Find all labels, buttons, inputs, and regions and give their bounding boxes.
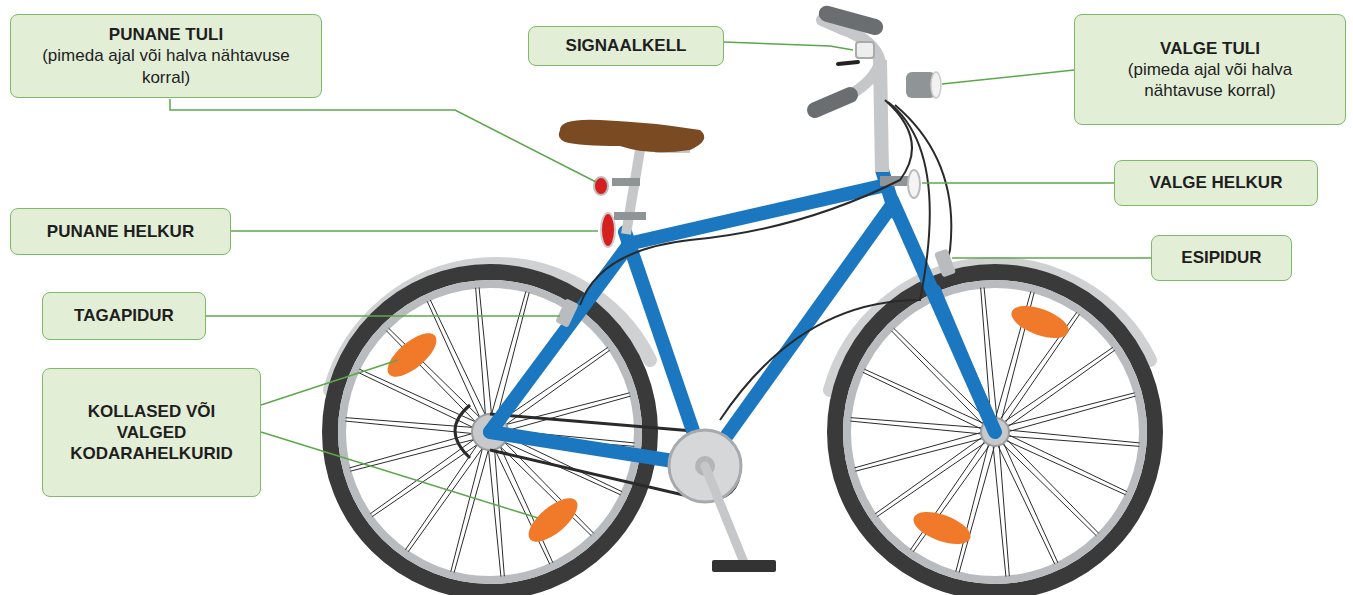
part-name: ESIPIDUR <box>1181 247 1261 268</box>
chain <box>455 405 470 458</box>
spoke <box>1007 430 1140 443</box>
brake-cable <box>580 100 912 305</box>
spoke <box>851 418 984 428</box>
spoke <box>1004 440 1125 495</box>
spoke <box>1005 438 1098 533</box>
gear-cable <box>720 102 930 420</box>
spoke <box>1006 350 1114 428</box>
front-brake <box>934 248 956 277</box>
spoke-reflector <box>522 491 585 549</box>
spoke <box>1003 347 1113 422</box>
spoke <box>430 300 488 420</box>
rear-light <box>594 177 608 195</box>
spoke <box>855 432 983 468</box>
callout-box: PUNANE TULI(pimeda ajal või halva nähtav… <box>10 14 322 98</box>
spoke <box>350 432 478 468</box>
spoke-reflector <box>909 506 974 551</box>
part-name: PUNANE HELKUR <box>47 221 194 242</box>
spoke <box>1007 434 1127 492</box>
front-light-lens <box>931 72 941 98</box>
callout-box: VALGE TULI(pimeda ajal või halva nähtavu… <box>1074 14 1346 125</box>
front-wheel <box>835 272 1155 592</box>
spoke <box>877 441 987 516</box>
part-name: SIGNAALKELL <box>566 35 687 56</box>
callout-box: PUNANE HELKUR <box>10 208 231 255</box>
part-name: TAGAPIDUR <box>74 305 174 326</box>
rear-brake <box>555 298 579 327</box>
spoke <box>855 438 984 471</box>
spoke <box>997 444 1055 564</box>
spoke <box>1001 442 1096 535</box>
spoke <box>956 442 989 571</box>
bicycle-frame <box>490 170 995 466</box>
crank-arm <box>705 466 745 565</box>
spoke <box>875 436 983 514</box>
grip <box>815 95 850 110</box>
wheel-spokes <box>345 287 1139 576</box>
part-name: VALGE TULI <box>1160 38 1260 59</box>
callout-box: KOLLASED VÕI VALGED KODARAHELKURID <box>42 368 261 497</box>
spoke <box>359 369 480 424</box>
pedal <box>712 560 776 572</box>
callout-box: SIGNAALKELL <box>528 26 724 66</box>
seat-post <box>626 150 640 234</box>
reflector-clamp <box>614 212 646 220</box>
callout-box: VALGE HELKUR <box>1114 160 1318 206</box>
stem <box>880 60 882 172</box>
callout-box: ESIPIDUR <box>1151 235 1292 281</box>
spoke-reflector <box>1007 300 1072 345</box>
bell <box>856 42 874 58</box>
front-reflector <box>908 170 920 198</box>
spoke <box>993 444 1006 577</box>
part-name: PUNANE TULI <box>109 24 223 45</box>
brake-cable <box>895 105 951 264</box>
spoke <box>358 372 478 430</box>
callout-box: TAGAPIDUR <box>42 292 206 340</box>
spoke <box>1003 441 1058 562</box>
spoke <box>1005 393 1134 426</box>
light-clamp <box>612 178 640 186</box>
spoke <box>479 287 492 420</box>
fork <box>935 290 995 432</box>
part-name: KOLLASED VÕI VALGED KODARAHELKURID <box>55 401 248 465</box>
grip <box>827 10 875 31</box>
reflector-clamp <box>880 176 910 186</box>
spoke <box>427 301 482 422</box>
spoke-reflector <box>381 326 444 384</box>
note: (pimeda ajal või halva nähtavuse korral) <box>1087 59 1333 102</box>
spoke <box>488 444 501 577</box>
saddle <box>559 120 704 153</box>
spoke <box>451 442 484 571</box>
rear-reflector <box>601 213 615 247</box>
part-name: VALGE HELKUR <box>1150 172 1283 193</box>
brake-lever <box>838 62 858 64</box>
note: (pimeda ajal või halva nähtavuse korral) <box>23 45 309 88</box>
leader-lines <box>170 42 1151 518</box>
